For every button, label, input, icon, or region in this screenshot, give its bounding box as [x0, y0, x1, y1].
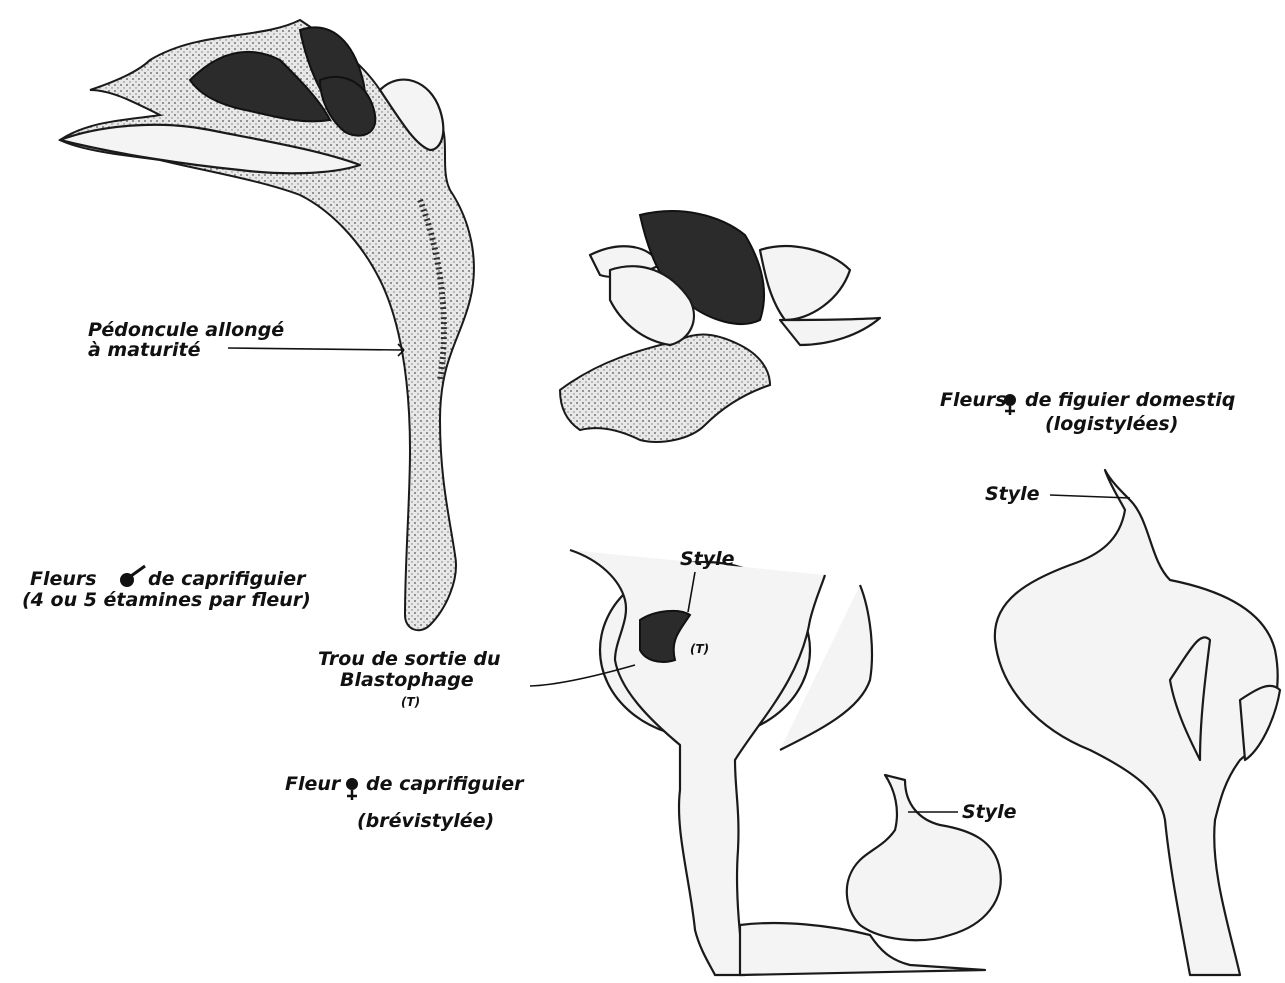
female-capri-label-line2: (brévistylée): [357, 810, 494, 832]
style-center-label: Style: [680, 548, 735, 570]
male-flowers-label-a: Fleurs: [30, 568, 97, 590]
peduncle-label-line2: à maturité: [88, 339, 201, 361]
exit-hole-label-line1: Trou de sortie du: [318, 648, 501, 670]
male-flowers-label-line2: (4 ou 5 étamines par fleur): [22, 589, 311, 611]
domestic-label-b: de figuier domestiq: [1025, 389, 1235, 411]
peduncle-leader-line: [228, 348, 402, 350]
exit-hole-label-line3: (T): [401, 695, 420, 709]
peduncle-label-line1: Pédoncule allongé: [88, 319, 284, 341]
middle-flower-drawing: [560, 211, 880, 442]
domestic-flower-drawing: [995, 470, 1280, 975]
female-capri-label-b: de caprifiguier: [366, 773, 525, 795]
domestic-label-line2: (logistylées): [1045, 413, 1178, 435]
exit-hole-label-line2: Blastophage: [340, 669, 474, 691]
hole-marker-label: (T): [690, 642, 709, 656]
female-capri-label-a: Fleur: [285, 773, 342, 795]
female-capri-flower-drawing: [570, 550, 872, 975]
domestic-label-a: Fleurs: [940, 389, 1007, 411]
style-right-label: Style: [985, 483, 1040, 505]
male-symbol-icon: [120, 566, 145, 587]
male-flowers-label-b: de caprifiguier: [148, 568, 307, 590]
female-symbol-icon: [346, 778, 358, 800]
style-bottom-label: Style: [962, 801, 1017, 823]
